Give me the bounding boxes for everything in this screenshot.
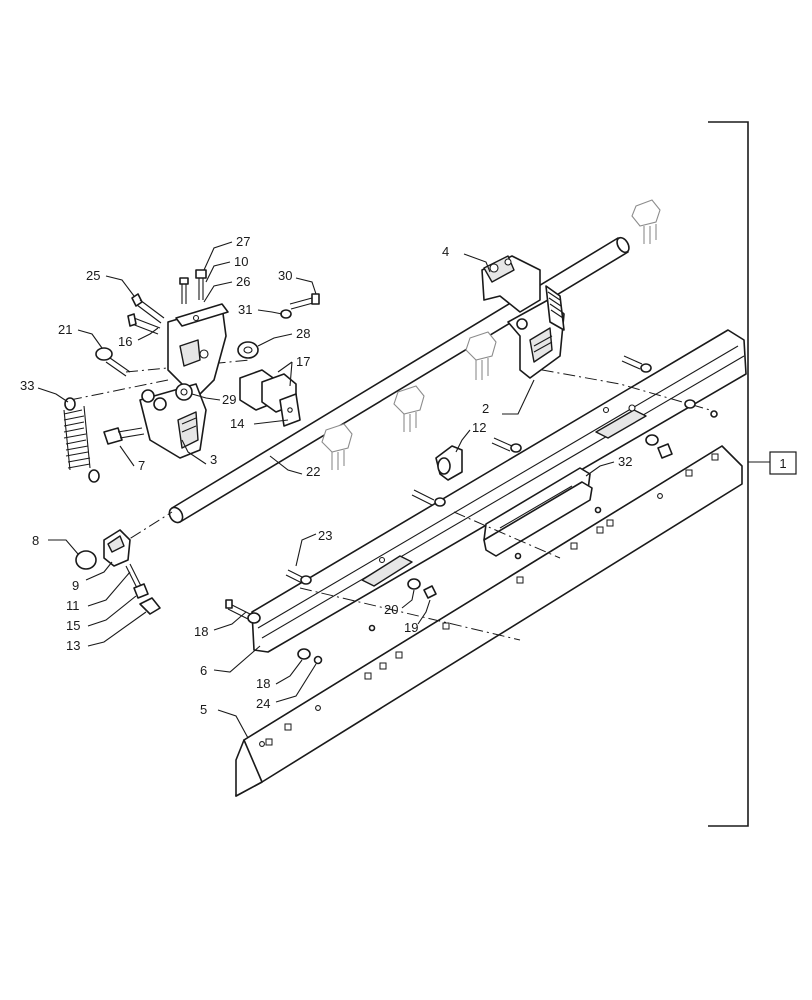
handle [483,481,593,557]
callout-23: 23 [318,528,332,543]
left-pivot-plate [167,303,229,397]
bolt-25 [131,293,165,324]
callout-14: 14 [230,416,244,431]
right-bracket [481,255,565,379]
callout-4: 4 [442,244,449,259]
callout-22: 22 [306,464,320,479]
ghost-clamp-left [321,423,353,470]
assembly-bracket [708,121,749,827]
callout-26: 26 [236,274,250,289]
callout-24: 24 [256,696,270,711]
end-collar [103,529,131,567]
bolt-11-15 [125,563,149,599]
callout-16: 16 [118,334,132,349]
callout-19: 19 [404,620,418,635]
assembly-ref-label: 1 [779,456,786,471]
callout-3: 3 [210,452,217,467]
callout-31: 31 [238,302,252,317]
callout-9: 9 [72,578,79,593]
carriage-bolt-21 [95,347,131,377]
callout-20: 20 [384,602,398,617]
callout-28: 28 [296,326,310,341]
tension-spring [63,397,100,483]
bolt-16 [127,313,161,335]
cap-plug [75,550,97,570]
ghost-clamp-center [393,385,425,432]
callout-13: 13 [66,638,80,653]
elbow-fitting [435,445,463,481]
left-bracket [139,383,207,459]
callout-6: 6 [200,663,207,678]
callout-30: 30 [278,268,292,283]
callouts: 2 3 4 5 6 7 8 9 10 11 12 13 14 [20,234,632,739]
bolt-30 [289,293,320,310]
callout-33: 33 [20,378,34,393]
callout-17: 17 [296,354,310,369]
washer-29 [175,383,193,401]
ghost-clamp-upper [631,199,661,244]
callout-10: 10 [234,254,248,269]
callout-12: 12 [472,420,486,435]
callout-2: 2 [482,401,489,416]
blade [235,445,743,797]
bolt-7 [103,427,145,445]
nut-31 [280,309,292,319]
callout-25: 25 [86,268,100,283]
assembly-ref-box [769,451,797,475]
callout-5: 5 [200,702,207,717]
callout-27: 27 [236,234,250,249]
bolt-26 [179,277,189,304]
callout-7: 7 [138,458,145,473]
callout-11: 11 [66,598,80,613]
callout-15: 15 [66,618,80,633]
callout-29: 29 [222,392,236,407]
bolt-27 [195,269,207,300]
plate-14 [279,393,301,427]
callout-32: 32 [618,454,632,469]
ghost-clamp-mid [465,331,497,380]
nut-13 [139,597,161,615]
hardware-on-bar [225,355,718,665]
shaft [168,236,630,524]
callout-18b: 18 [256,676,270,691]
bushing-28 [237,341,259,359]
callout-18a: 18 [194,624,208,639]
callout-8: 8 [32,533,39,548]
callout-21: 21 [58,322,72,337]
